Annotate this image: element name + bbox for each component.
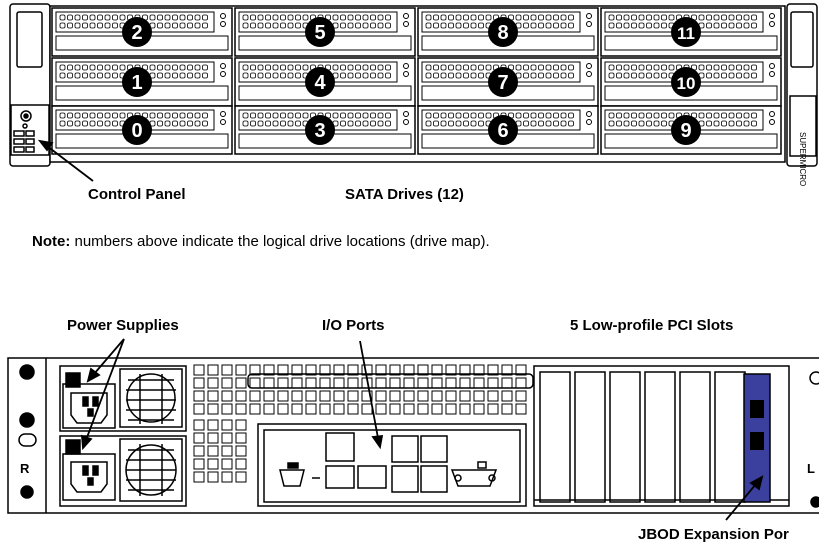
brand-text: SUPERMICRO	[798, 132, 807, 186]
drive-number-badge	[122, 17, 152, 47]
drive-number-badge	[488, 115, 518, 145]
drive-number-label: 8	[497, 22, 508, 44]
drive-number-label: 9	[680, 120, 691, 142]
drive-number-badge	[305, 17, 335, 47]
note-prefix: Note:	[32, 233, 71, 250]
drive-number-label: 11	[677, 24, 695, 43]
drive-number-label: 7	[497, 72, 508, 94]
drive-map-note: Note: numbers above indicate the logical…	[32, 233, 490, 250]
power-supplies-label: Power Supplies	[67, 317, 179, 334]
jbod-expansion-label: JBOD Expansion Por	[638, 526, 789, 543]
rear-vent-grid	[193, 364, 527, 483]
drive-number-badge	[488, 17, 518, 47]
control-panel-arrow	[37, 139, 94, 182]
drive-number-label: 5	[314, 22, 325, 44]
control-panel	[10, 104, 50, 156]
rear-l-letter: L	[807, 461, 815, 476]
drive-number-label: 10	[677, 74, 696, 93]
drive-number-badge	[671, 115, 701, 145]
io-ports-label: I/O Ports	[322, 317, 385, 334]
note-text: numbers above indicate the logical drive…	[70, 233, 490, 250]
rear-r-letter: R	[20, 461, 30, 476]
drive-number-badge	[305, 67, 335, 97]
drive-number-badge	[122, 67, 152, 97]
drive-number-label: 4	[314, 72, 326, 94]
power-supply-1	[59, 365, 187, 432]
drive-bay	[234, 57, 416, 107]
drive-number-badge	[671, 67, 701, 97]
drive-number-label: 3	[314, 120, 325, 142]
drive-bay	[234, 7, 416, 57]
jbod-expansion-port	[743, 373, 771, 503]
pci-slots-label: 5 Low-profile PCI Slots	[570, 317, 734, 334]
control-panel-label: Control Panel	[88, 186, 186, 203]
pci-slot-area	[533, 365, 790, 507]
drive-number-badge	[305, 115, 335, 145]
drive-number-label: 0	[131, 120, 142, 142]
sata-drives-label: SATA Drives (12)	[345, 186, 464, 203]
drive-number-label: 6	[497, 120, 508, 142]
drive-number-label: 1	[131, 72, 142, 94]
drive-number-badge	[122, 115, 152, 145]
drive-number-badge	[488, 67, 518, 97]
drive-number-label: 2	[131, 22, 142, 44]
io-shield	[247, 373, 534, 507]
callout-arrows	[80, 338, 764, 521]
drive-number-badge	[671, 17, 701, 47]
power-supply-2	[59, 435, 187, 507]
